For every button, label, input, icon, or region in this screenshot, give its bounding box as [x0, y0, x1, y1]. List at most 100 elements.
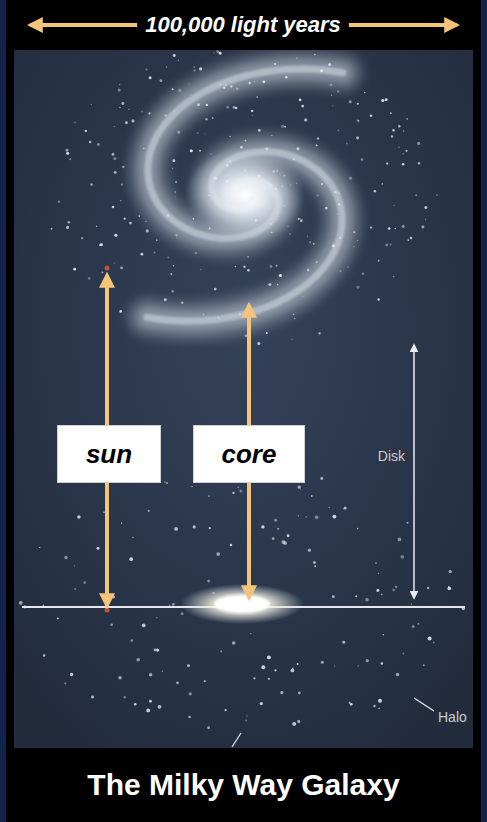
star — [346, 142, 348, 144]
star — [233, 106, 236, 109]
star — [390, 112, 392, 114]
star — [405, 150, 407, 152]
halo-star — [272, 537, 275, 540]
star — [176, 237, 177, 238]
star — [258, 175, 261, 178]
star — [266, 332, 268, 334]
star — [141, 253, 144, 256]
star — [331, 95, 332, 96]
halo-star — [124, 696, 127, 699]
halo-star — [224, 709, 226, 711]
star — [251, 110, 253, 112]
star — [235, 107, 238, 110]
star — [357, 103, 359, 105]
halo-star — [103, 511, 104, 512]
star — [314, 54, 315, 55]
halo-star — [417, 623, 419, 625]
star — [121, 102, 124, 105]
star — [145, 221, 146, 222]
halo-star — [355, 595, 357, 597]
star — [247, 256, 249, 258]
star — [225, 84, 227, 86]
star — [410, 237, 413, 240]
star — [199, 67, 202, 70]
star — [203, 314, 204, 315]
star — [74, 121, 76, 123]
halo-star — [70, 673, 73, 676]
star — [395, 228, 397, 230]
halo-star — [162, 671, 163, 672]
star — [248, 82, 251, 85]
disk-label: Disk — [376, 447, 407, 465]
halo-star — [220, 650, 222, 652]
star — [210, 153, 211, 154]
halo-star — [392, 589, 395, 592]
halo-star — [239, 489, 242, 492]
star — [321, 183, 323, 185]
star — [245, 334, 248, 337]
star — [120, 200, 121, 201]
halo-star — [267, 655, 271, 659]
halo-star — [188, 716, 191, 719]
halo-star — [449, 570, 452, 573]
star — [403, 153, 404, 154]
star — [349, 177, 352, 180]
star — [318, 332, 320, 334]
star — [226, 106, 229, 109]
halo-star — [375, 562, 377, 564]
star — [320, 70, 323, 73]
star — [252, 115, 253, 116]
halo-star — [277, 528, 279, 530]
star — [296, 58, 297, 59]
star — [226, 180, 229, 183]
star — [254, 81, 255, 82]
dimension-arrow-left — [30, 23, 137, 27]
star — [274, 63, 276, 65]
star — [181, 302, 183, 304]
star — [421, 226, 424, 229]
star — [338, 203, 340, 205]
halo-star — [209, 527, 211, 529]
star — [338, 192, 340, 194]
halo-star — [292, 722, 296, 726]
halo-star — [204, 680, 206, 682]
star — [281, 125, 284, 128]
halo-star — [43, 654, 45, 656]
star — [370, 226, 372, 228]
halo-star — [313, 561, 316, 564]
star — [214, 288, 217, 291]
star — [189, 83, 190, 84]
star — [307, 236, 309, 238]
star — [193, 66, 195, 68]
star — [277, 170, 279, 172]
star — [175, 234, 177, 236]
star — [298, 218, 300, 220]
star — [138, 215, 140, 217]
star — [85, 130, 87, 132]
halo-star — [311, 495, 313, 497]
halo-star — [74, 588, 76, 590]
star — [271, 232, 273, 234]
star — [402, 225, 405, 228]
star — [289, 233, 291, 235]
star — [178, 60, 179, 61]
star — [197, 132, 199, 134]
halo-star — [298, 486, 301, 489]
halo-star — [174, 527, 178, 531]
star — [58, 201, 61, 204]
star — [357, 240, 358, 241]
star — [149, 239, 150, 240]
star — [156, 239, 158, 241]
star — [328, 63, 331, 66]
star — [217, 316, 218, 317]
star — [265, 147, 268, 150]
star — [193, 218, 195, 220]
halo-star — [274, 669, 276, 671]
star — [223, 87, 225, 89]
star — [73, 268, 76, 271]
star — [204, 134, 205, 135]
star — [407, 239, 409, 241]
star — [307, 269, 310, 272]
star — [69, 158, 71, 160]
